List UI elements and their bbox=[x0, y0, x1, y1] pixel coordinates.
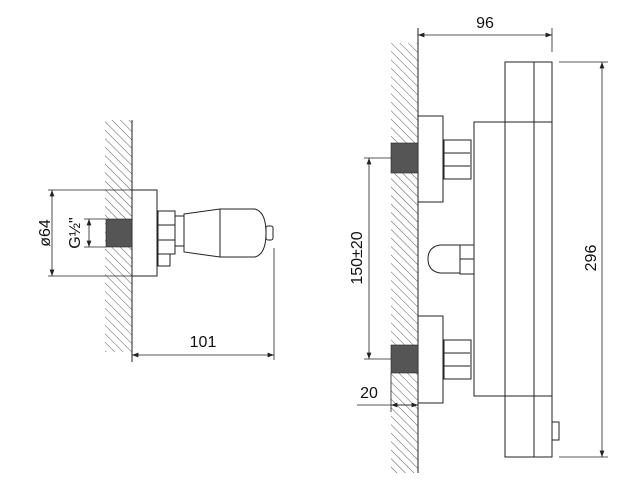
wall-flange bbox=[131, 189, 158, 277]
hex-nut bbox=[157, 210, 176, 255]
lower-flange bbox=[417, 315, 444, 404]
bottom-cap bbox=[504, 395, 553, 458]
thread-connector bbox=[105, 218, 133, 248]
thread-label: G½" bbox=[67, 217, 84, 248]
upper-flange bbox=[417, 115, 444, 203]
lower-thread bbox=[390, 344, 419, 374]
diameter-label: ø64 bbox=[37, 219, 54, 247]
mixer-body bbox=[473, 121, 553, 397]
top-cap bbox=[504, 61, 553, 123]
front-view: 96 296 150±20 20 bbox=[349, 15, 608, 473]
spacing-label: 150±20 bbox=[349, 231, 366, 284]
wall-hatch-right bbox=[391, 43, 418, 473]
outlet-dome bbox=[427, 244, 461, 274]
offset-label: 20 bbox=[360, 385, 378, 402]
lower-nut bbox=[443, 339, 472, 380]
side-view: ø64 G½" 101 bbox=[37, 120, 275, 362]
upper-thread bbox=[390, 142, 419, 174]
bottom-knob bbox=[551, 421, 560, 441]
depth-label: 101 bbox=[190, 334, 217, 351]
handle-knob bbox=[183, 208, 267, 258]
upper-nut bbox=[443, 139, 472, 180]
height-label: 296 bbox=[583, 245, 600, 272]
width-label: 96 bbox=[476, 15, 494, 32]
